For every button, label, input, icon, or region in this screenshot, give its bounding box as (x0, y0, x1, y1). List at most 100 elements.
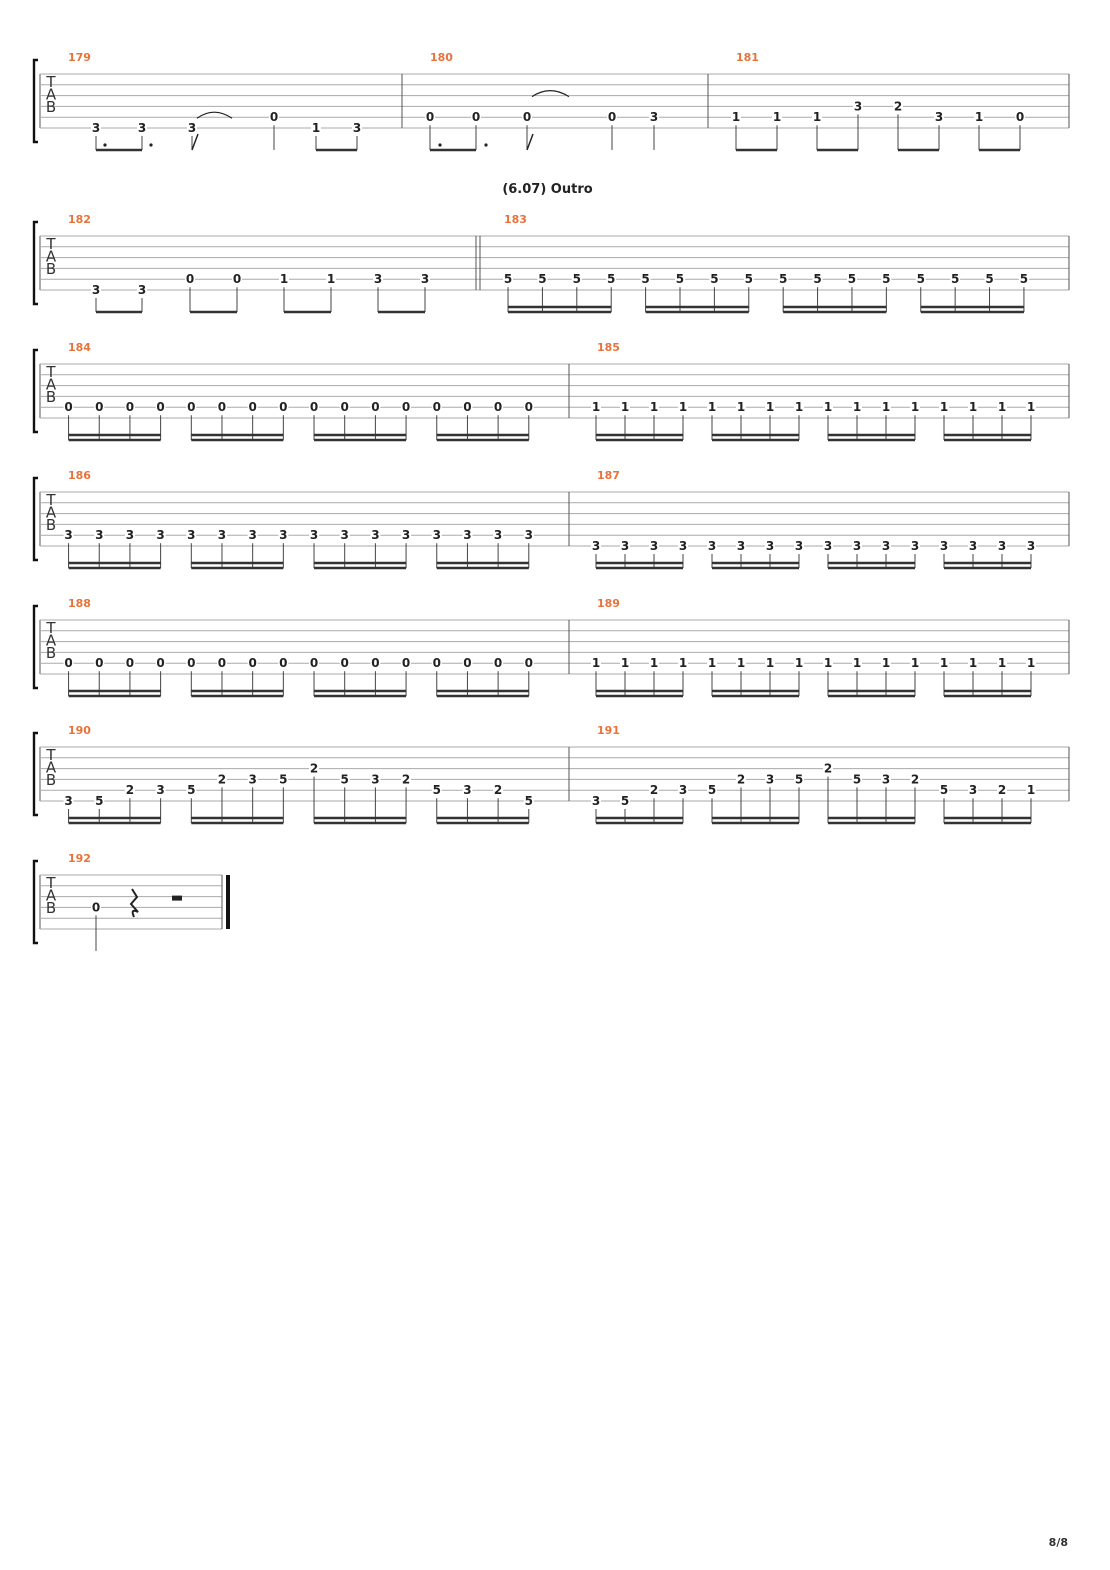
fret-number-bg (216, 773, 227, 786)
fret-number: 1 (940, 400, 948, 414)
fret-number-bg (852, 773, 862, 786)
fret-number: 5 (917, 272, 925, 286)
fret-number: 5 (573, 272, 581, 286)
fret-number-bg (939, 657, 949, 670)
fret-number-bg (984, 273, 995, 286)
fret-number: 0 (310, 656, 318, 670)
fret-number-bg (939, 784, 949, 797)
fret-number: 3 (766, 772, 774, 786)
fret-number-bg (155, 529, 166, 542)
rhythm-dot (149, 143, 153, 147)
fret-number-bg (794, 401, 804, 414)
fret-number-bg (678, 657, 688, 670)
fret-number: 0 (218, 400, 226, 414)
fret-number-bg (462, 657, 473, 670)
tab-clef-letter: T (45, 746, 56, 764)
fret-number: 3 (138, 121, 146, 135)
fret-number: 3 (998, 539, 1006, 553)
fret-number-bg (1015, 111, 1025, 124)
fret-number: 3 (279, 528, 287, 542)
fret-number-bg (571, 273, 582, 286)
fret-number: 3 (969, 783, 977, 797)
tab-clef-letter: T (45, 363, 56, 381)
fret-number: 3 (592, 539, 600, 553)
fret-number-bg (493, 784, 504, 797)
tab-clef-letter: B (46, 98, 56, 116)
fret-number-bg (493, 657, 504, 670)
tab-clef-letter: A (46, 504, 57, 522)
fret-number-bg (309, 762, 320, 775)
fret-number: 5 (676, 272, 684, 286)
rhythm-dot (484, 143, 488, 147)
fret-number: 3 (463, 783, 471, 797)
fret-number: 2 (310, 762, 318, 776)
fret-number: 0 (426, 110, 434, 124)
tab-clef-letter: T (45, 619, 56, 637)
fret-number: 5 (848, 272, 856, 286)
fret-number: 1 (795, 400, 803, 414)
measure-number: 191 (597, 724, 620, 737)
fret-number-bg (823, 762, 833, 775)
system-bracket (32, 731, 38, 817)
fret-number-bg (881, 401, 891, 414)
fret-number-bg (997, 401, 1007, 414)
fret-number-bg (968, 657, 978, 670)
fret-number-bg (649, 401, 659, 414)
fret-number: 0 (341, 656, 349, 670)
fret-number-bg (247, 773, 258, 786)
fret-number: 3 (188, 121, 196, 135)
fret-number-bg (852, 657, 862, 670)
fret-number: 5 (538, 272, 546, 286)
fret-number-bg (765, 401, 775, 414)
fret-number-bg (591, 657, 601, 670)
fret-number: 0 (608, 110, 616, 124)
fret-number-bg (649, 111, 659, 124)
fret-number-bg (649, 784, 659, 797)
fret-number-bg (731, 111, 741, 124)
fret-number: 1 (650, 656, 658, 670)
fret-number-bg (124, 657, 135, 670)
fret-number: 1 (679, 656, 687, 670)
fret-number-bg (1026, 657, 1036, 670)
fret-number: 5 (433, 783, 441, 797)
fret-number: 5 (882, 272, 890, 286)
fret-number-bg (910, 773, 920, 786)
fret-number: 5 (708, 783, 716, 797)
fret-number-bg (339, 773, 350, 786)
fret-number: 3 (911, 539, 919, 553)
fret-number-bg (968, 784, 978, 797)
fret-number: 3 (353, 121, 361, 135)
fret-number-bg (94, 401, 105, 414)
fret-number: 2 (824, 762, 832, 776)
tab-clef-letter: T (45, 235, 56, 253)
fret-number: 3 (525, 528, 533, 542)
fret-number: 3 (248, 772, 256, 786)
measure-number: 185 (597, 341, 620, 354)
tab-clef-letter: B (46, 644, 56, 662)
fret-number: 3 (853, 539, 861, 553)
fret-number: 1 (853, 656, 861, 670)
fret-number-bg (620, 540, 630, 552)
measure-number: 184 (68, 341, 91, 354)
fret-number: 3 (95, 528, 103, 542)
fret-number: 1 (708, 656, 716, 670)
fret-number: 3 (737, 539, 745, 553)
fret-number-bg (640, 273, 651, 286)
system-bracket (32, 476, 38, 562)
fret-number: 5 (985, 272, 993, 286)
fret-number-bg (94, 795, 105, 807)
fret-number-bg (91, 122, 101, 134)
note-flag (191, 133, 199, 151)
fret-number: 5 (795, 772, 803, 786)
fret-number: 3 (156, 783, 164, 797)
fret-number-bg (187, 122, 197, 134)
fret-number-bg (881, 273, 892, 286)
fret-number-bg (812, 111, 822, 124)
fret-number: 5 (853, 772, 861, 786)
measure-number: 186 (68, 469, 91, 482)
fret-number-bg (352, 122, 362, 134)
fret-number: 5 (745, 272, 753, 286)
fret-number-bg (736, 657, 746, 670)
